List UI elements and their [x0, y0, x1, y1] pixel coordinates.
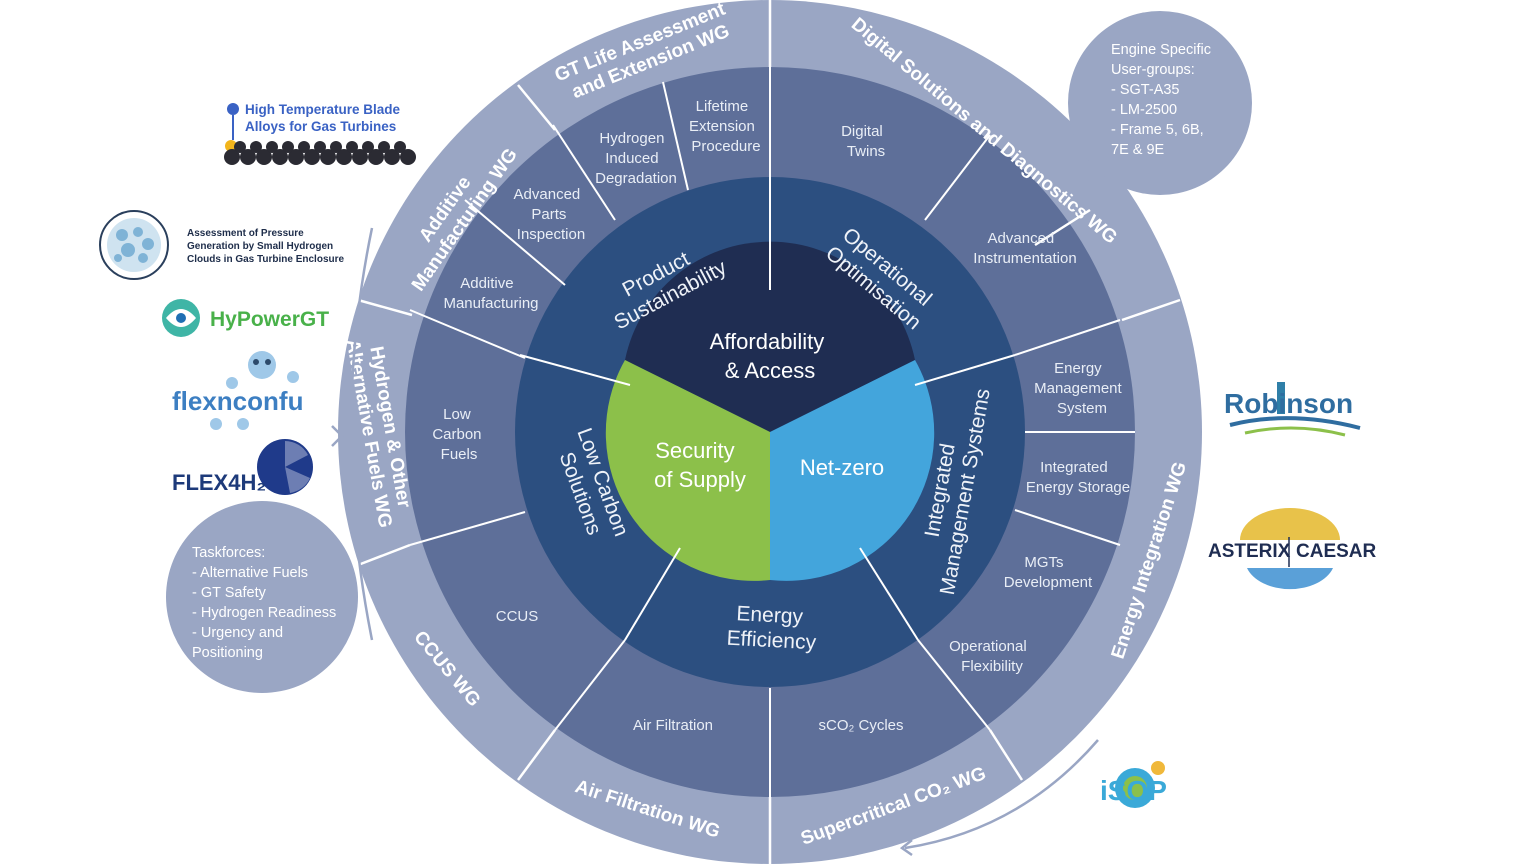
flex4h2-logo: FLEX4H₂	[172, 439, 313, 495]
user-groups-text: Engine Specific User-groups: - SGT-A35 -…	[1111, 42, 1215, 158]
core-netzero-sector	[770, 360, 935, 581]
core-security-label: Security of Supply	[654, 438, 746, 492]
wg-dividers	[357, 0, 1181, 864]
taskforces-text: Taskforces: - Alternative Fuels - GT Saf…	[192, 545, 340, 661]
core-circle	[605, 241, 935, 581]
topic-advanced-parts-inspection: Advanced Parts Inspection	[514, 186, 586, 243]
topic-dividers	[409, 67, 1135, 797]
topic-air-filtration: Air Filtration	[633, 717, 713, 734]
hypowergt-text: HyPowerGT	[210, 308, 329, 331]
core-affordability-sector	[625, 241, 915, 432]
flex4h2-text: FLEX4H₂	[172, 470, 266, 495]
pillar-dividers	[519, 177, 1016, 641]
topic-low-carbon-fuels: Low Carbon Fuels	[432, 406, 485, 463]
topic-digital-twins: Digital Twins	[841, 123, 887, 160]
topic-lifetime-extension: Lifetime Extension Procedure	[689, 98, 761, 155]
topic-hydrogen-degradation: Hydrogen Induced Degradation	[595, 130, 677, 187]
topic-ccus: CCUS	[496, 608, 539, 625]
topic-mgts-development: MGTs Development	[1004, 554, 1093, 591]
topic-sco2-cycles: sCO₂ Cycles	[819, 717, 904, 734]
blade-alloys-logo: High Temperature Blade Alloys for Gas Tu…	[224, 102, 416, 165]
topic-energy-management-system: Energy Management System	[1034, 360, 1126, 417]
flexnconfu-logo: flexnconfu	[172, 351, 303, 430]
pillar-energy-efficiency-label: Energy Efficiency	[726, 602, 818, 655]
robinson-text: Robinson	[1224, 388, 1353, 419]
blade-alloys-text: High Temperature Blade Alloys for Gas Tu…	[245, 102, 404, 134]
core-security-sector	[605, 360, 770, 581]
atom-row	[224, 141, 416, 165]
asterix-text: ASTERIX	[1208, 541, 1291, 562]
core-netzero-label: Net-zero	[800, 455, 884, 480]
robinson-logo: Robinson	[1224, 382, 1361, 437]
flexnconfu-text: flexnconfu	[172, 386, 303, 416]
taskforces-bubble	[166, 501, 358, 693]
bracket-arrow-left	[331, 425, 344, 447]
user-groups-bubble	[1068, 11, 1252, 195]
topic-operational-flexibility: Operational Flexibility	[949, 638, 1031, 675]
topic-advanced-instrumentation: Advanced Instrumentation	[973, 230, 1076, 267]
pressure-assessment-text: Assessment of Pressure Generation by Sma…	[187, 228, 344, 265]
topic-integrated-energy-storage: Integrated Energy Storage	[1026, 459, 1130, 496]
isop-logo: iSOP	[1100, 761, 1167, 808]
isop-bracket	[904, 739, 1099, 850]
hypowergt-logo: HyPowerGT	[162, 299, 329, 337]
pressure-assessment-logo: Assessment of Pressure Generation by Sma…	[99, 210, 344, 280]
isop-text: iSOP	[1100, 775, 1167, 806]
topic-additive-manufacturing: Additive Manufacturing	[443, 275, 538, 312]
bracket-arrow-bottom	[899, 839, 913, 857]
taskforce-bracket	[349, 227, 374, 641]
core-affordability-label: Affordability & Access	[710, 329, 831, 383]
caesar-text: CAESAR	[1296, 541, 1377, 562]
asterix-caesar-logo: ASTERIX CAESAR	[1208, 508, 1377, 590]
